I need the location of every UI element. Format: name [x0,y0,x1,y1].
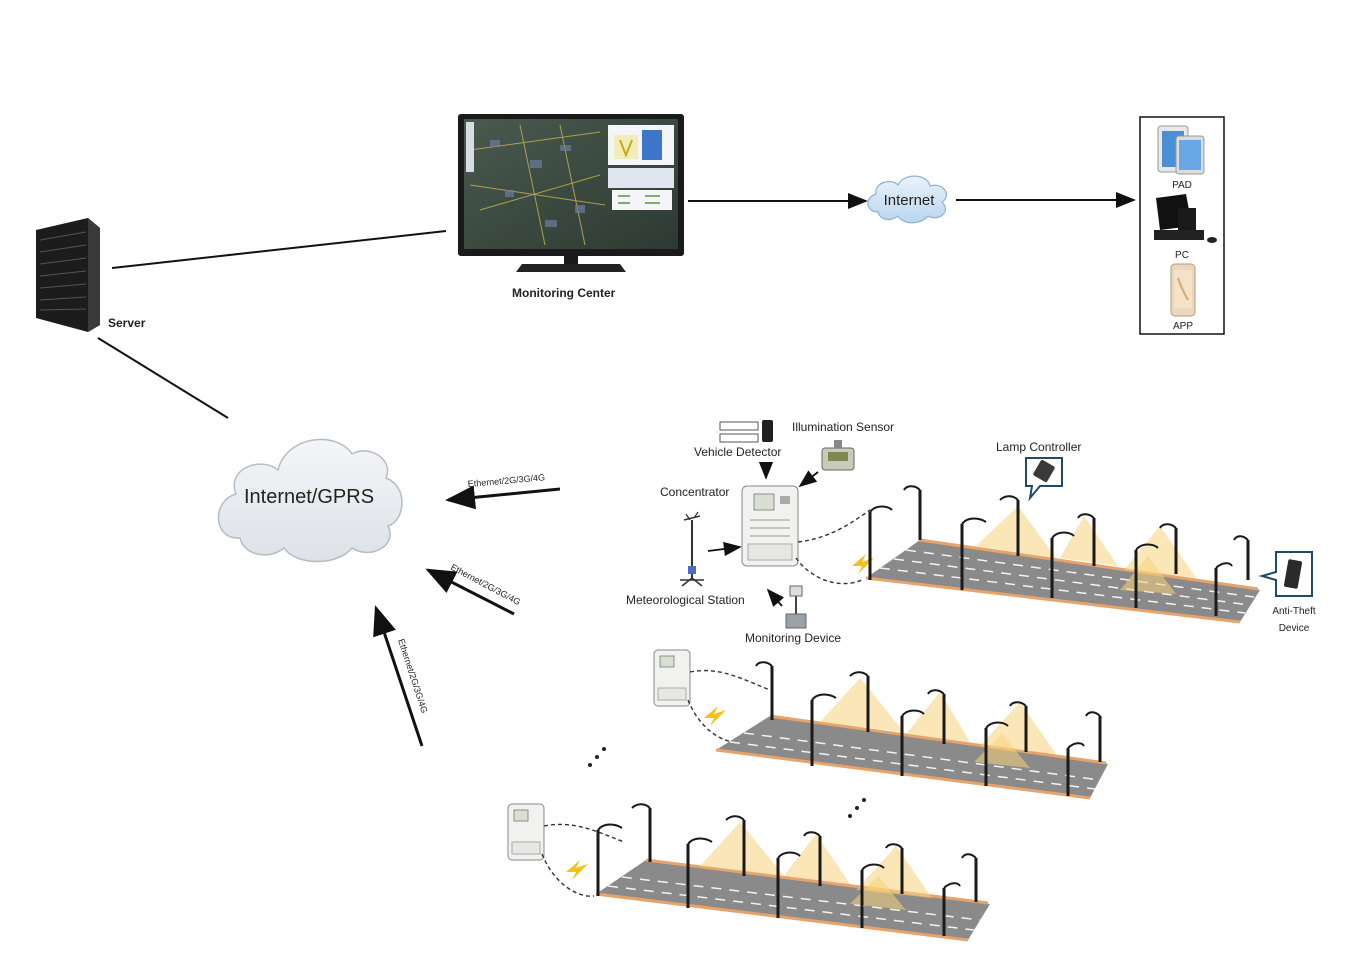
weather-station-icon [680,511,704,587]
lamp-controller-icon [1033,459,1055,483]
meteorological-station-node: Meteorological Station [626,511,745,607]
pad-label: PAD [1172,180,1192,191]
illumination-sensor-label: Illumination Sensor [792,420,894,434]
server-node: Server [36,218,146,332]
ethernet-link-3: Ethernet/2G/3G/4G [373,605,430,747]
anti-theft-device-icon [1283,559,1303,589]
monitor-icon [458,114,684,272]
anti-theft-device-node: Anti-Theft Device [1258,551,1316,634]
desktop-pc-icon [1154,194,1217,243]
app-label: APP [1173,321,1193,332]
monitoring-center-node: Monitoring Center [458,114,684,300]
monitoring-device-node: Monitoring Device [745,585,841,645]
concentrator-site-3 [507,803,625,897]
ellipsis-dots-left [588,747,606,767]
smartphone-icon [1170,263,1196,317]
concentrator-road-link-upper [797,509,871,543]
lamp-controller-node: Lamp Controller [996,440,1081,502]
pc-label: PC [1175,250,1189,261]
lightning-icon-3 [566,860,588,880]
ethernet-link-2: Ethernet/2G/3G/4G [425,562,522,616]
lamp-controller-label: Lamp Controller [996,440,1081,454]
vehicle-detector-node: Vehicle Detector [694,420,781,459]
server-monitor-link [111,230,447,269]
tablet-icon [1157,125,1205,175]
server-cloud-link [97,337,229,419]
anti-theft-label-line1: Anti-Theft [1272,606,1316,617]
client-devices-box: PAD PC APP [1139,116,1225,335]
illumination-sensor-node: Illumination Sensor [792,420,894,471]
concentrator-node: Concentrator [660,485,799,567]
concentrator-meter-icon-2 [653,649,691,707]
internet-cloud-node: Internet [867,175,947,224]
internet-cloud-icon [867,175,947,224]
street-lamp-poles [868,485,1250,616]
monitoring-device-arrow [766,588,785,607]
gprs-cloud-icon [217,438,403,563]
concentrator-road-link-lower [795,557,863,585]
meteorological-station-label: Meteorological Station [626,593,745,607]
streetlight-road-2 [715,661,1108,800]
anti-theft-label-line2: Device [1279,623,1310,634]
ethernet-label-1: Ethernet/2G/3G/4G [467,472,545,489]
ellipsis-dots-right [848,798,866,818]
lightning-icon [852,554,874,574]
lightning-icon-2 [704,706,726,726]
streetlight-road-1 [865,485,1260,624]
concentrator-meter-icon [741,485,799,567]
monitoring-center-label: Monitoring Center [512,286,616,300]
vehicle-detector-label: Vehicle Detector [694,445,781,459]
internet-gprs-cloud-node: Internet/GPRS [217,438,403,563]
concentrator-label: Concentrator [660,485,729,499]
ethernet-link-1: Ethernet/2G/3G/4G [445,472,561,510]
streetlight-road-3 [595,803,990,942]
server-label: Server [108,316,146,330]
meteorological-arrow [707,541,742,557]
vehicle-detector-icon [719,420,773,443]
concentrator-meter-icon-3 [507,803,545,861]
illumination-sensor-icon [821,440,855,471]
server-icon [36,218,100,332]
internet-label: Internet [884,192,936,209]
monitoring-device-label: Monitoring Device [745,631,841,645]
ethernet-label-3: Ethernet/2G/3G/4G [396,638,429,715]
internet-gprs-label: Internet/GPRS [244,486,374,508]
illumination-sensor-arrow [798,470,819,488]
concentrator-site-2 [653,649,771,743]
monitoring-device-icon [785,585,807,629]
